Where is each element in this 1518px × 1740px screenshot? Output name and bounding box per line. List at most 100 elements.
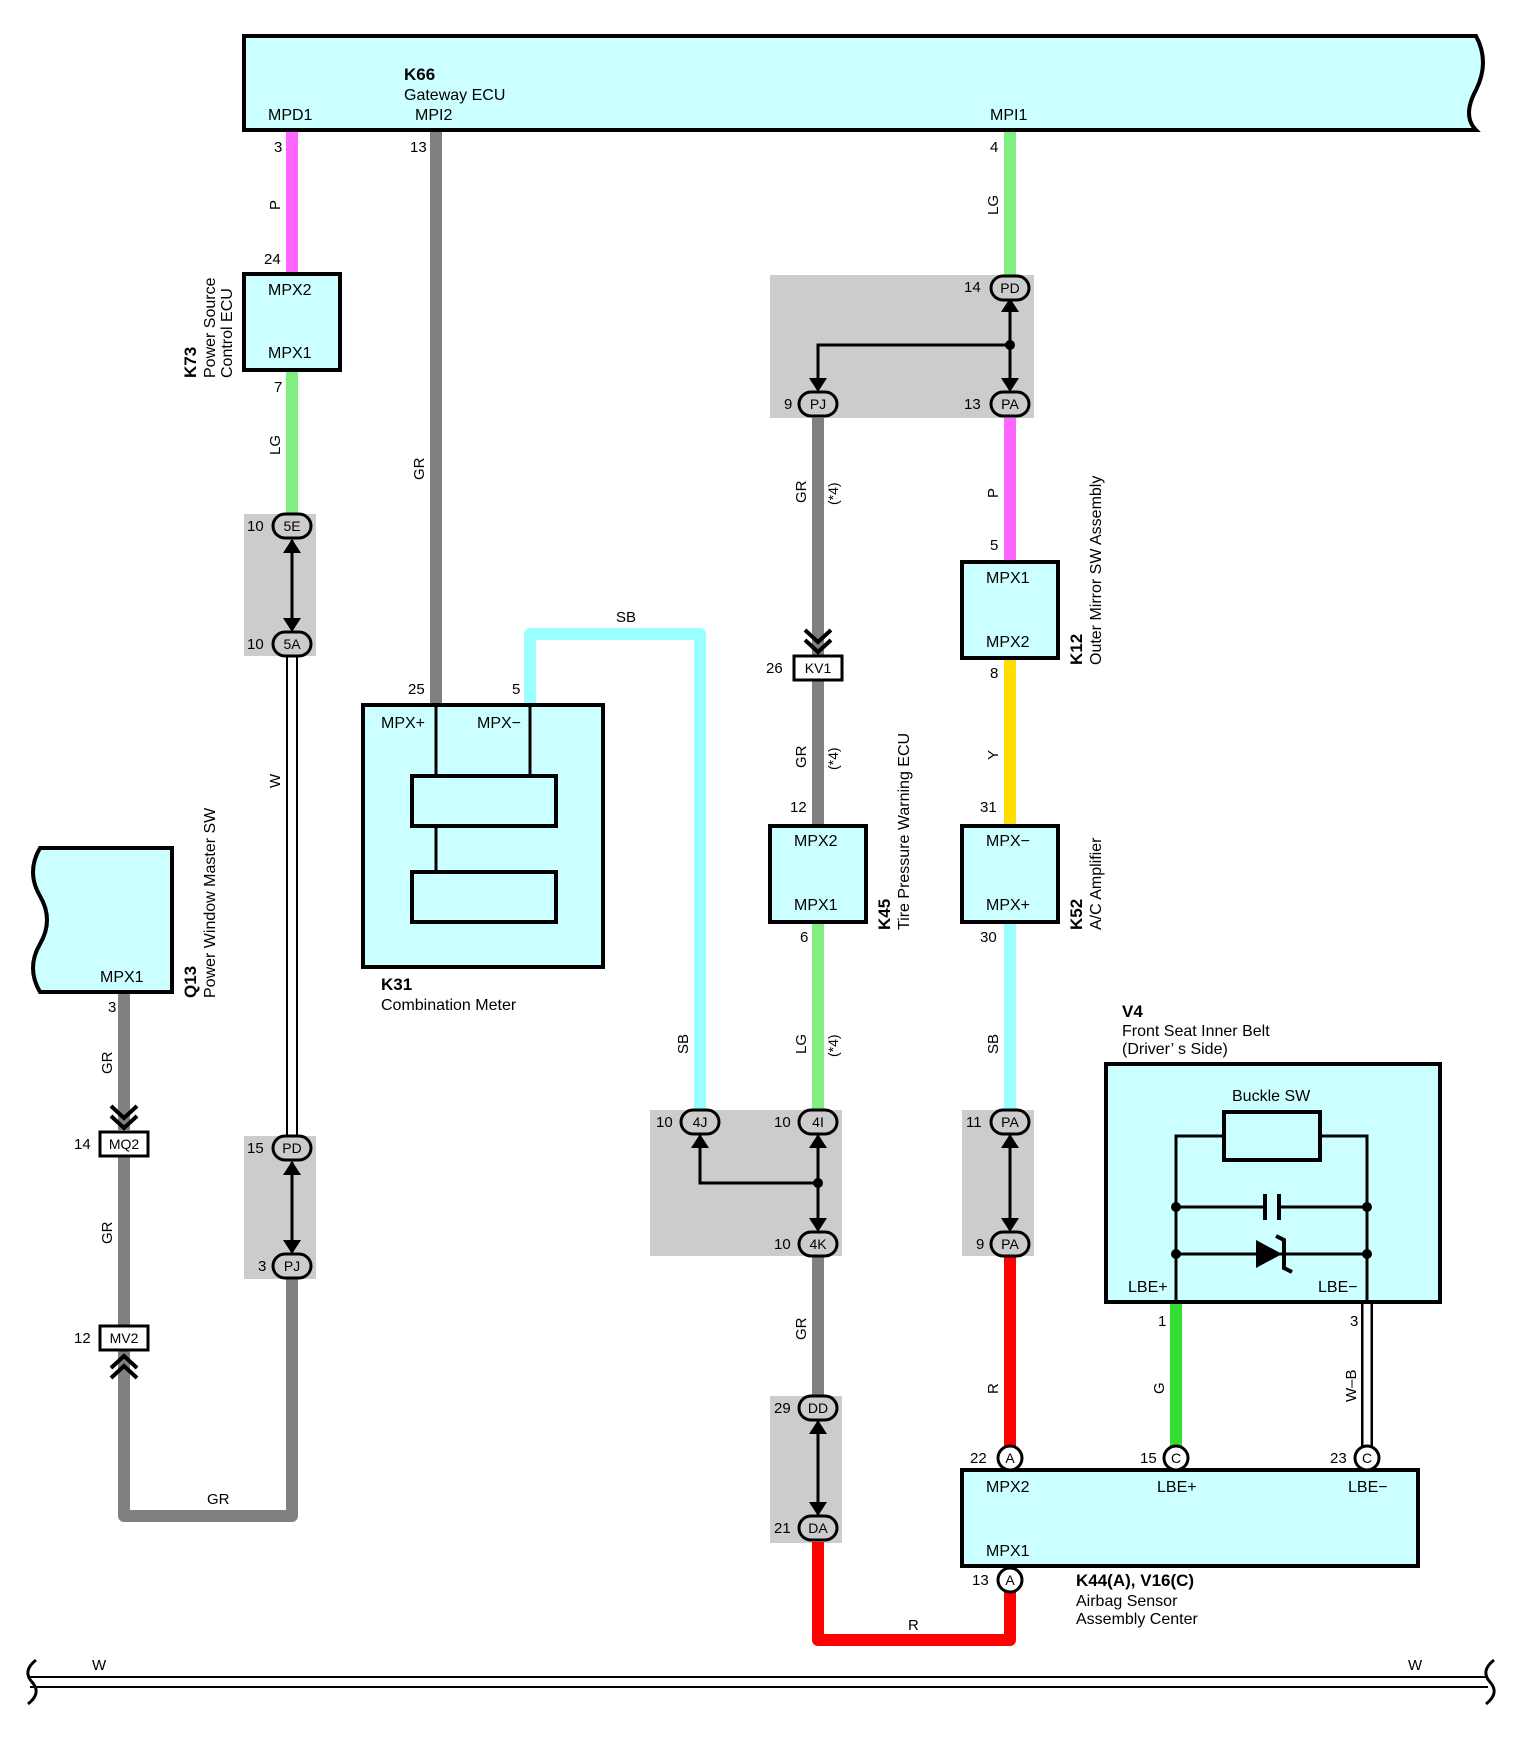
svg-text:3: 3	[1350, 1313, 1358, 1330]
k44-name-1: Airbag Sensor	[1076, 1593, 1178, 1610]
k44-pin-lbem: LBE−	[1348, 1479, 1388, 1496]
wire-r-da-k44	[812, 1542, 1016, 1646]
k45-id: K45	[875, 899, 894, 930]
svg-text:KV1: KV1	[805, 660, 832, 676]
svg-text:10: 10	[656, 1114, 673, 1131]
v4-box	[1104, 1062, 1442, 1304]
k12-name: Outer Mirror SW Assembly	[1088, 476, 1105, 665]
svg-text:MV2: MV2	[110, 1330, 139, 1346]
svg-text:(*4): (*4)	[825, 1034, 841, 1057]
svg-text:13: 13	[972, 1572, 989, 1589]
k45-pin-mpx2: MPX2	[794, 833, 838, 850]
svg-text:(*4): (*4)	[825, 747, 841, 770]
svg-text:25: 25	[408, 681, 425, 698]
v4-node	[1362, 1249, 1372, 1259]
k12-pin-mpx1: MPX1	[986, 570, 1030, 587]
k31-id: K31	[381, 975, 412, 994]
k44-pin-lbep: LBE+	[1157, 1479, 1197, 1496]
k44-id: K44(A), V16(C)	[1076, 1571, 1194, 1590]
svg-text:DA: DA	[808, 1520, 828, 1536]
svg-text:11: 11	[966, 1114, 982, 1131]
splice-dot	[1005, 340, 1015, 350]
svg-text:10: 10	[247, 636, 264, 653]
svg-text:12: 12	[74, 1330, 91, 1347]
wire-sb-k31-4j	[524, 628, 706, 1112]
svg-text:SB: SB	[616, 609, 636, 626]
k31-pin-mpxp: MPX+	[381, 715, 425, 732]
k73-pin-mpx2: MPX2	[268, 282, 312, 299]
k45-box	[768, 824, 868, 924]
svg-text:R: R	[985, 1383, 1002, 1394]
svg-text:GR: GR	[793, 480, 810, 503]
svg-text:PA: PA	[1001, 396, 1019, 412]
bus-break-right	[1484, 1658, 1496, 1706]
svg-text:SB: SB	[675, 1034, 692, 1054]
buckle-sw-icon	[1222, 1110, 1322, 1162]
svg-text:1: 1	[1158, 1313, 1166, 1330]
svg-text:9: 9	[976, 1236, 984, 1253]
v4-node	[1171, 1202, 1181, 1212]
v4-pin-lbem: LBE−	[1318, 1279, 1358, 1296]
gateway-pin-mpd1: MPD1	[268, 107, 313, 124]
svg-text:GR: GR	[793, 745, 810, 768]
k73-id: K73	[181, 347, 200, 378]
svg-text:W: W	[92, 1657, 107, 1674]
svg-text:7: 7	[274, 379, 282, 396]
svg-text:SB: SB	[985, 1034, 1002, 1054]
svg-text:Y: Y	[985, 750, 1002, 760]
svg-text:10: 10	[774, 1114, 791, 1131]
svg-text:23: 23	[1330, 1450, 1347, 1467]
k31-box	[361, 703, 605, 969]
k73-box	[242, 272, 342, 372]
k52-box	[960, 824, 1060, 924]
junction-arrows	[283, 298, 1019, 1516]
svg-text:3: 3	[258, 1258, 266, 1275]
svg-text:W–B: W–B	[1343, 1369, 1360, 1402]
svg-text:R: R	[908, 1617, 919, 1634]
k44-pin-mpx2: MPX2	[986, 1479, 1030, 1496]
svg-text:GR: GR	[411, 457, 428, 480]
svg-text:3: 3	[108, 999, 116, 1016]
k31-inner-block-2	[410, 870, 558, 924]
svg-text:14: 14	[74, 1136, 91, 1153]
svg-text:3: 3	[274, 139, 282, 156]
svg-text:LG: LG	[793, 1034, 810, 1054]
svg-text:DD: DD	[808, 1400, 828, 1416]
gateway-pin-mpi1: MPI1	[990, 107, 1027, 124]
svg-text:5: 5	[990, 537, 998, 554]
svg-text:GR: GR	[99, 1051, 116, 1074]
connector-chevrons	[109, 628, 833, 1380]
svg-text:4I: 4I	[812, 1114, 824, 1130]
svg-text:22: 22	[970, 1450, 987, 1467]
svg-text:C: C	[1171, 1450, 1181, 1466]
q13-box	[31, 846, 174, 994]
bus-break-left	[26, 1658, 38, 1706]
k31-pin-mpxm: MPX−	[477, 715, 521, 732]
k73-name-2: Control ECU	[219, 288, 236, 378]
svg-text:5A: 5A	[283, 636, 301, 652]
zener-diode-icon	[1256, 1234, 1293, 1274]
k73-pin-mpx1: MPX1	[268, 345, 312, 362]
svg-text:5: 5	[512, 681, 520, 698]
v4-pin-lbep: LBE+	[1128, 1279, 1168, 1296]
svg-text:15: 15	[1140, 1450, 1157, 1467]
v4-switch-label: Buckle SW	[1232, 1088, 1311, 1105]
svg-text:29: 29	[774, 1400, 791, 1417]
k31-inner-block-1	[410, 774, 558, 828]
gateway-name: Gateway ECU	[404, 87, 505, 104]
pin-numbers: 3 24 7 13 25 5 4 14 9 13 10 10 5 26 8 12…	[74, 139, 1358, 1589]
svg-text:GR: GR	[207, 1491, 230, 1508]
svg-text:10: 10	[774, 1236, 791, 1253]
svg-text:PA: PA	[1001, 1236, 1019, 1252]
svg-text:GR: GR	[99, 1221, 116, 1244]
svg-text:30: 30	[980, 929, 997, 946]
svg-text:PD: PD	[282, 1140, 301, 1156]
svg-text:4: 4	[990, 139, 998, 156]
v4-id: V4	[1122, 1002, 1143, 1021]
svg-text:C: C	[1362, 1450, 1372, 1466]
k31-name: Combination Meter	[381, 997, 517, 1014]
svg-text:13: 13	[410, 139, 427, 156]
svg-text:PD: PD	[1000, 280, 1019, 296]
q13-id: Q13	[181, 966, 200, 998]
